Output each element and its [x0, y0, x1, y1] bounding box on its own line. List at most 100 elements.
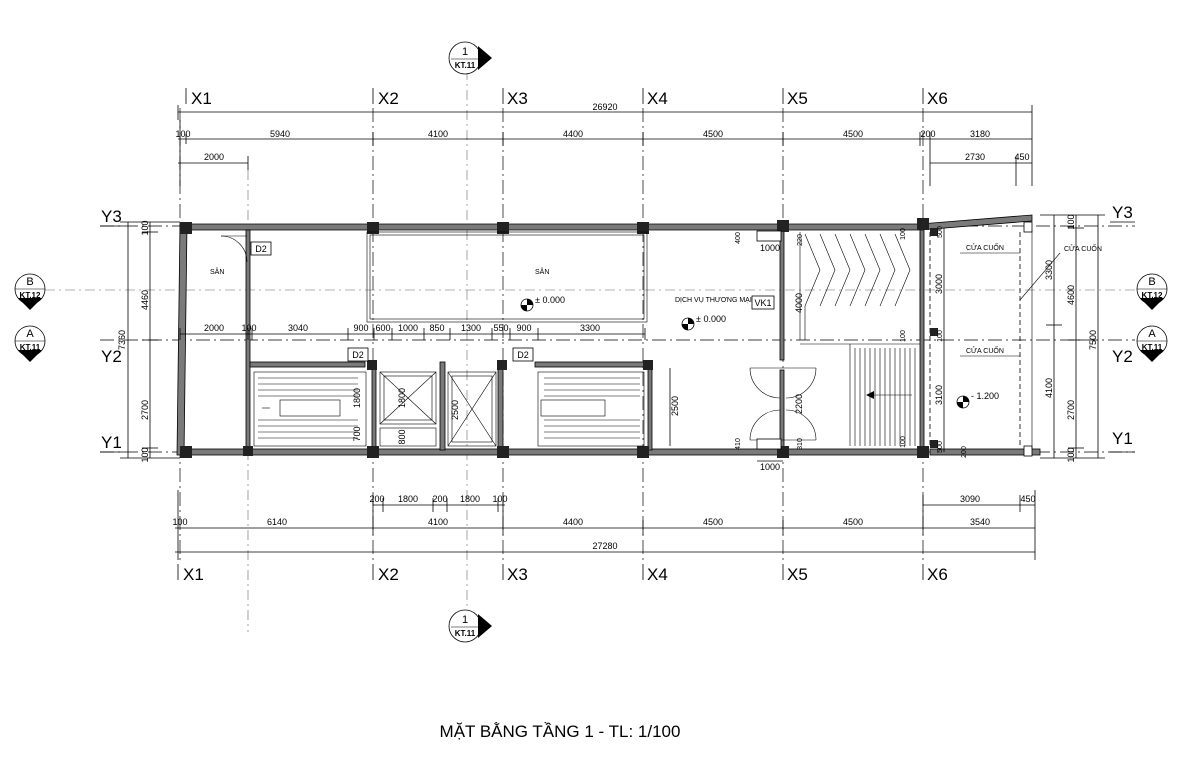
dim-bot-200b: 200	[432, 494, 447, 504]
dim-room-2500a: 2500	[670, 396, 680, 416]
room-labels: SÂN SÂN DỊCH VỤ THƯƠNG MẠI	[210, 267, 752, 304]
staircase-center	[537, 371, 645, 447]
dim-bot-overall: 27280	[592, 541, 617, 551]
dim-room-310: 310	[797, 438, 804, 450]
dim-ri-500b: 500	[937, 441, 944, 453]
dim-ri-200: 200	[961, 446, 968, 458]
dim-mid-900b: 900	[516, 323, 531, 333]
dim-mid-600: 600	[375, 323, 390, 333]
door-tags: D2 D2 D2 VK1	[250, 241, 775, 362]
dim-top-4100: 4100	[428, 129, 448, 139]
dim-room-100b: 100	[900, 436, 907, 448]
room-label-commercial: DỊCH VỤ THƯƠNG MẠI	[675, 297, 752, 304]
section-marker-top: 1 KT.11	[448, 41, 492, 75]
elev-ref-b-right: KT.12	[1142, 291, 1163, 300]
dim-top-200: 200	[920, 129, 935, 139]
elev-ref-a-right: KT.11	[1142, 343, 1163, 352]
section-num-bottom: 1	[462, 614, 468, 626]
dim-bot-3090: 3090	[960, 494, 980, 504]
level-marker-1	[520, 298, 534, 312]
elev-letter-b-right: B	[1148, 276, 1155, 288]
dim-mid-900a: 900	[353, 323, 368, 333]
dim-room-100s: 100	[900, 228, 907, 240]
dim-bot-4500a: 4500	[703, 517, 723, 527]
dim-left-4460: 4460	[140, 290, 150, 310]
axis-y3-right: Y3	[1112, 203, 1133, 222]
axis-x1-bottom: X1	[183, 565, 204, 584]
dim-room-400: 400	[735, 232, 742, 244]
dim-bot-4500b: 4500	[843, 517, 863, 527]
dim-right-4100: 4100	[1044, 378, 1054, 398]
level-marker-2	[681, 317, 695, 331]
section-num-top: 1	[462, 46, 468, 58]
dim-top-overall: 26920	[592, 102, 617, 112]
double-door-x5	[749, 230, 817, 450]
elevator-shaft-2	[447, 371, 497, 447]
section-ref-bottom: KT.11	[455, 629, 476, 638]
dim-ri-3100: 3100	[934, 385, 944, 405]
dim-right-3300: 3300	[1044, 260, 1054, 280]
level-marker-3	[956, 395, 970, 409]
axis-y3-left: Y3	[101, 207, 122, 226]
dim-top-4400: 4400	[563, 129, 583, 139]
axis-labels-y: Y3 Y2 Y1 Y3 Y2 Y1	[100, 203, 1135, 453]
dim-bot-1800b: 1800	[460, 494, 480, 504]
dim-room-2200: 2200	[794, 394, 804, 414]
axis-x2-bottom: X2	[378, 565, 399, 584]
dim-mid-1300: 1300	[461, 323, 481, 333]
grid-lines-y	[45, 225, 1135, 453]
axis-y2-right: Y2	[1112, 347, 1133, 366]
section-marker-bottom: 1 KT.11	[448, 609, 492, 643]
dim-bot-6140: 6140	[267, 517, 287, 527]
dim-mid-3040: 3040	[288, 323, 308, 333]
axis-x4-top: X4	[647, 89, 668, 108]
level-labels: ± 0.000 ± 0.000 - 1.200	[535, 295, 999, 401]
dim-bot-100: 100	[172, 517, 187, 527]
dim-room-410: 410	[735, 438, 742, 450]
dimensions-left: 7360 100 4460 2700 100	[117, 220, 180, 463]
dim-ri-500t: 500	[937, 226, 944, 238]
dimensions-top: 26920 100 5940 4100 4400 4500 4500 200 3…	[175, 102, 1033, 186]
dim-top-100: 100	[175, 129, 190, 139]
level-label-1: ± 0.000	[535, 295, 565, 305]
dim-bot-4100: 4100	[428, 517, 448, 527]
dim-mid-3300: 3300	[580, 323, 600, 333]
axis-x6-top: X6	[927, 89, 948, 108]
dim-room-220: 220	[797, 234, 804, 246]
door-swing-left	[220, 235, 248, 263]
drawing-title: MẶT BẰNG TẦNG 1 - TL: 1/100	[440, 722, 681, 741]
void-outline	[366, 231, 648, 323]
dim-left-2700: 2700	[140, 400, 150, 420]
dim-room-1000b: 1000	[760, 462, 780, 472]
elevation-marker-a-left: A KT.11	[14, 325, 46, 362]
level-label-3: - 1.200	[971, 391, 999, 401]
dim-bot-1800a: 1800	[398, 494, 418, 504]
elev-letter-a-left: A	[26, 328, 34, 340]
level-label-2: ± 0.000	[696, 314, 726, 324]
dim-bot-450: 450	[1020, 494, 1035, 504]
axis-x2-top: X2	[378, 89, 399, 108]
axis-y2-left: Y2	[101, 347, 122, 366]
dim-mid-100: 100	[241, 323, 256, 333]
elevator-shaft-1	[379, 371, 437, 447]
shutter-label-2: CỬA CUỐN	[1064, 243, 1102, 253]
axis-x4-bottom: X4	[647, 565, 668, 584]
section-ref-top: KT.11	[455, 61, 476, 70]
axis-x5-top: X5	[787, 89, 808, 108]
grid-lines-x	[179, 70, 924, 632]
room-label-san-1: SÂN	[210, 267, 224, 276]
elev-letter-a-right: A	[1148, 328, 1156, 340]
tag-d2-c: D2	[517, 350, 529, 360]
dim-mid-550: 550	[493, 323, 508, 333]
dim-bot-100b: 100	[492, 494, 507, 504]
room-dimensions: 1000 1000 400 410 220 4000 2200 310 2500…	[352, 228, 907, 472]
elevation-marker-b-right: B KT.12	[1136, 273, 1168, 310]
shutter-label-3: CỬA CUỐN	[966, 345, 1004, 355]
axis-x1-top: X1	[191, 89, 212, 108]
dim-left-100t: 100	[140, 220, 150, 235]
tag-d2-a: D2	[255, 244, 267, 254]
dimensions-bottom: 200 1800 200 1800 100 3090 450 100 6140 …	[172, 490, 1036, 560]
dim-room-1800b: 1800	[397, 388, 407, 408]
dim-top-2000: 2000	[204, 152, 224, 162]
